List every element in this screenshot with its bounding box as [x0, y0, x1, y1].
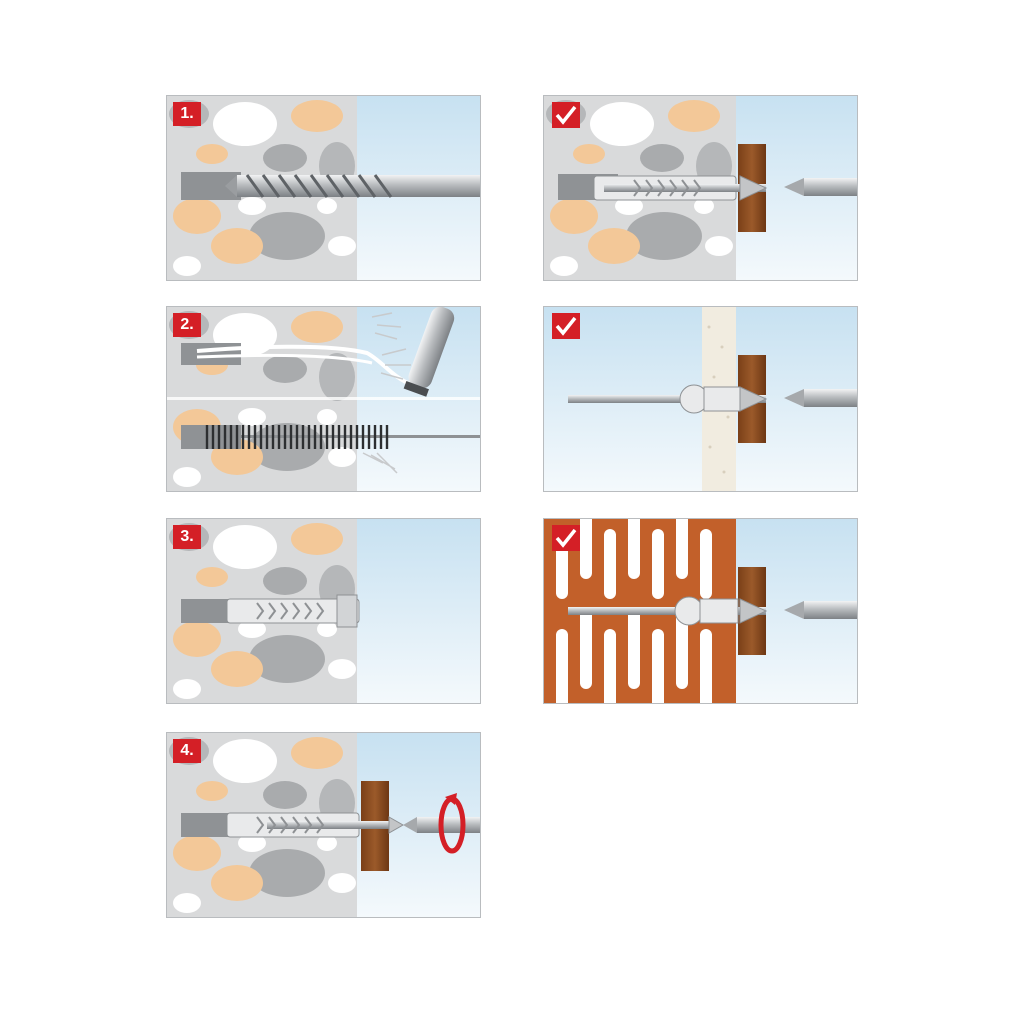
drill-bit-icon: [225, 174, 480, 198]
drilling-illustration: [167, 96, 480, 280]
air-background: [357, 519, 480, 703]
step-2-badge: 2.: [173, 313, 201, 337]
insert-plug-illustration: [167, 519, 480, 703]
check-badge: [552, 102, 580, 128]
cleaning-brush-icon: [205, 425, 480, 474]
screwdriver-icon: [784, 178, 857, 196]
blow-pump-icon: [196, 307, 455, 397]
step-1-badge: 1.: [173, 102, 201, 126]
screwdriver-icon: [784, 601, 857, 619]
wall-plug-icon: [226, 594, 360, 628]
check-panel-brick: [543, 518, 858, 704]
step-3-panel: 3.: [166, 518, 481, 704]
concrete-installation-illustration: [544, 96, 857, 280]
check-badge: [552, 313, 580, 339]
checkmark-icon: [555, 105, 577, 125]
knotted-plug-with-screw-icon: [568, 596, 768, 626]
plug-with-screw-icon: [593, 175, 768, 201]
check-badge: [552, 525, 580, 551]
aerated-installation-illustration: [544, 307, 857, 491]
step-3-badge: 3.: [173, 525, 201, 549]
screw-in-illustration: [167, 733, 480, 917]
rotation-arrow-icon: [438, 793, 466, 854]
drill-hole-upper: [181, 343, 241, 365]
cleaning-illustration: [167, 307, 480, 491]
check-panel-aerated: [543, 306, 858, 492]
step-1-panel: 1.: [166, 95, 481, 281]
brick-installation-illustration: [544, 519, 857, 703]
checkmark-icon: [555, 528, 577, 548]
step-4-panel: 4.: [166, 732, 481, 918]
plug-with-screw-icon: [226, 812, 405, 838]
knotted-plug-with-screw-icon: [568, 384, 768, 414]
screwdriver-icon: [784, 389, 857, 407]
step-2-panel: 2.: [166, 306, 481, 492]
step-4-badge: 4.: [173, 739, 201, 763]
check-panel-concrete: [543, 95, 858, 281]
checkmark-icon: [555, 316, 577, 336]
